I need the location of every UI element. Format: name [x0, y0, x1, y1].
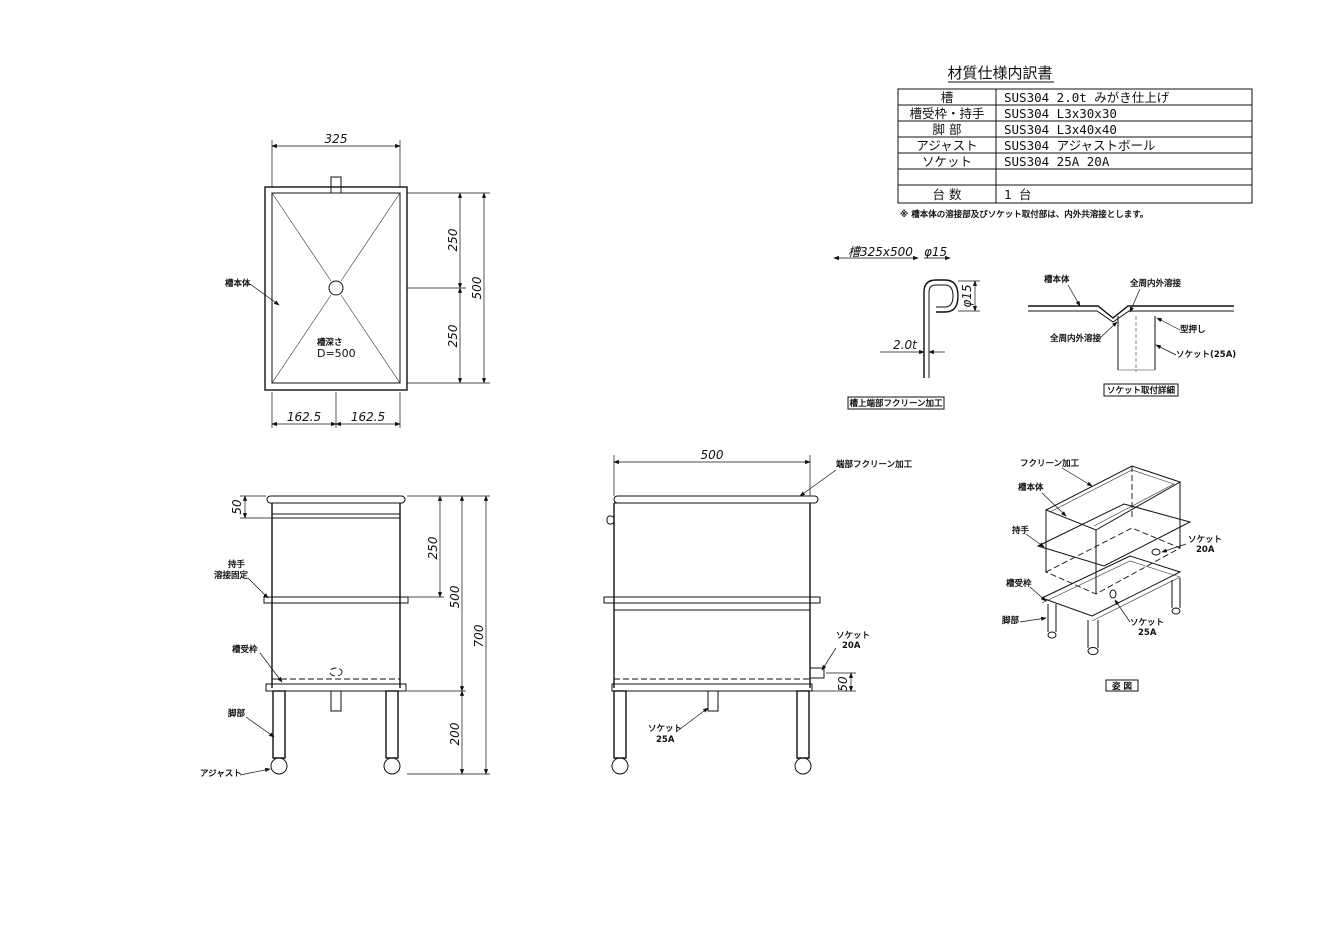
- label-front-handle-2: 溶接固定: [214, 570, 249, 581]
- label-socket-body: 槽本体: [1044, 274, 1070, 285]
- dim-side-width: 500: [701, 448, 724, 462]
- plan-view: 325 162.5 162.5 250 250 500 槽本体 槽深さ D=50…: [225, 132, 490, 428]
- rim-detail: 槽325x500 φ15 φ15 2.0t 槽上端部フクリーン加工: [833, 245, 980, 410]
- spec-value-1: SUS304 L3x30x30: [1004, 106, 1117, 121]
- spec-part-6: 台 数: [933, 187, 962, 202]
- socket-detail: 槽本体 全周内外溶接 全周内外溶接 型押し ソケット(25A) ソケット取付詳細: [1028, 274, 1236, 397]
- dim-plan-half-left: 162.5: [287, 410, 321, 424]
- spec-value-0: SUS304 2.0t みがき仕上げ: [1004, 90, 1170, 105]
- label-iso-body: 槽本体: [1018, 482, 1044, 493]
- spec-value-4: SUS304 25A 20A: [1004, 154, 1110, 169]
- dim-front-upper: 250: [426, 536, 440, 559]
- spec-part-1: 槽受枠・持手: [909, 106, 984, 121]
- label-side-socket20-2: 20A: [842, 641, 861, 651]
- spec-part-0: 槽: [941, 90, 954, 105]
- iso-view-caption: 姿 図: [1112, 681, 1132, 692]
- label-front-legs: 脚部: [228, 708, 246, 719]
- label-side-rim: 端部フクリーン加工: [836, 459, 913, 470]
- label-plan-depth-1: 槽深さ: [317, 337, 343, 348]
- spec-table: 材質仕様内訳書 槽 SUS304 2.0t みがき仕上げ 槽受枠・持手 SUS3…: [897, 64, 1253, 220]
- spec-value-3: SUS304 アジャストボール: [1004, 138, 1156, 153]
- dim-front-legs: 200: [448, 722, 462, 745]
- spec-part-3: アジャスト: [916, 138, 977, 153]
- label-iso-socket20-2: 20A: [1196, 545, 1215, 555]
- label-plan-body: 槽本体: [225, 278, 251, 289]
- spec-table-title: 材質仕様内訳書: [947, 64, 1052, 82]
- label-iso-handle: 持手: [1012, 525, 1030, 536]
- dim-side-socket: 50: [836, 676, 850, 692]
- rim-detail-caption: 槽上端部フクリーン加工: [849, 398, 943, 409]
- spec-value-6: 1 台: [1004, 187, 1032, 202]
- label-side-socket25-2: 25A: [656, 735, 675, 745]
- dim-rim-phi-top: φ15: [924, 245, 947, 259]
- dim-plan-width: 325: [325, 132, 348, 146]
- front-view: 250 500 200 700 50 持手 溶接固定 槽受枠 脚部 アジャスト: [200, 495, 490, 779]
- dim-plan-upper: 250: [446, 228, 460, 251]
- dim-rim-tank: 槽325x500: [848, 245, 913, 259]
- socket-detail-caption: ソケット取付詳細: [1107, 385, 1176, 396]
- label-front-frame: 槽受枠: [232, 644, 258, 655]
- spec-part-2: 脚 部: [933, 122, 962, 137]
- label-socket-socket: ソケット(25A): [1176, 350, 1236, 360]
- dim-front-total: 700: [472, 624, 486, 647]
- label-iso-socket25-1: ソケット: [1130, 618, 1164, 628]
- label-iso-socket25-2: 25A: [1138, 628, 1157, 638]
- dim-front-tank: 500: [448, 585, 462, 608]
- label-socket-weld-left: 全周内外溶接: [1049, 333, 1102, 344]
- label-plan-depth-2: D=500: [317, 347, 356, 360]
- spec-value-2: SUS304 L3x40x40: [1004, 122, 1117, 137]
- side-view: 500 50 端部フクリーン加工 ソケット 20A ソケット 25A: [603, 448, 913, 775]
- dim-front-rim: 50: [230, 499, 244, 515]
- label-side-socket20-1: ソケット: [836, 631, 870, 641]
- dim-plan-lower: 250: [446, 324, 460, 347]
- label-front-adjust: アジャスト: [200, 769, 242, 779]
- label-iso-frame: 槽受枠: [1006, 578, 1032, 589]
- label-socket-press: 型押し: [1180, 324, 1206, 335]
- label-iso-legs: 脚部: [1002, 615, 1020, 626]
- dim-rim-phi-side: φ15: [960, 284, 974, 307]
- label-iso-rim: フクリーン加工: [1020, 458, 1080, 469]
- dim-plan-half-right: 162.5: [351, 410, 385, 424]
- iso-view: フクリーン加工 槽本体 持手 槽受枠 脚部 ソケット 20A ソケット 25A …: [1002, 458, 1222, 692]
- label-front-handle-1: 持手: [228, 559, 246, 570]
- label-socket-weld-top: 全周内外溶接: [1129, 278, 1182, 289]
- label-side-socket25-1: ソケット: [648, 724, 682, 734]
- label-iso-socket20-1: ソケット: [1188, 535, 1222, 545]
- spec-note: ※ 槽本体の溶接部及びソケット取付部は、内外共溶接とします。: [900, 209, 1148, 220]
- spec-part-4: ソケット: [922, 154, 972, 169]
- dim-plan-total: 500: [470, 276, 484, 299]
- dim-rim-thickness: 2.0t: [893, 338, 918, 352]
